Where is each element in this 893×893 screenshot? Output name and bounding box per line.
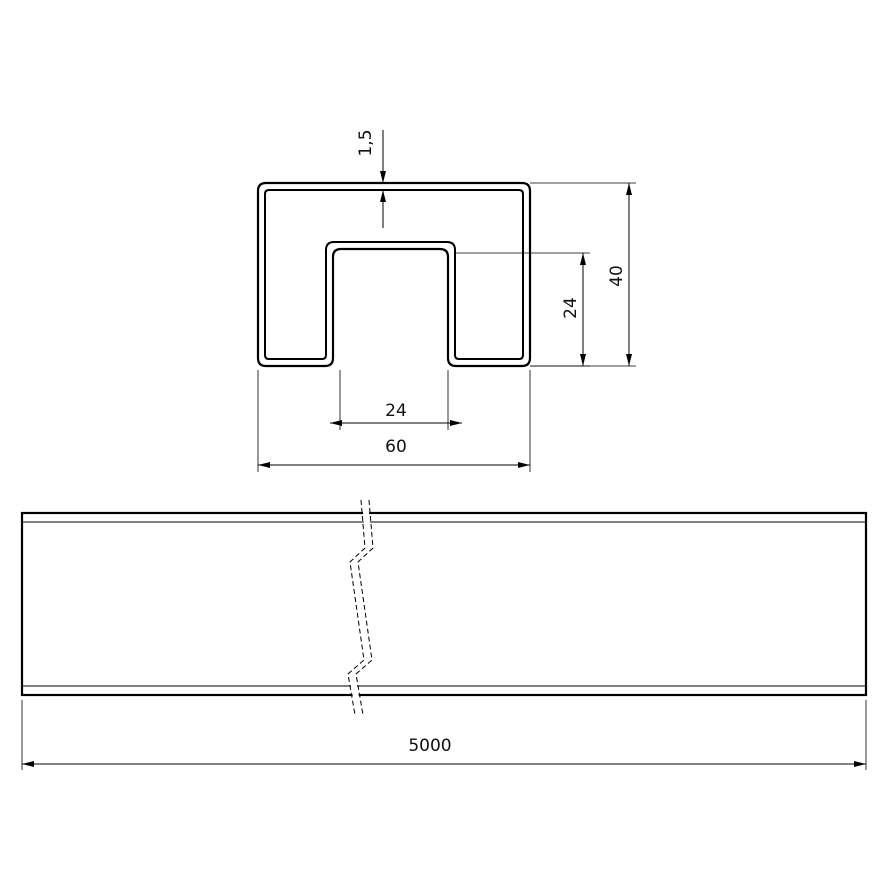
outer-width-label: 60 bbox=[385, 437, 407, 457]
dimension-slot-depth: 24 bbox=[456, 252, 590, 367]
profile-cross-section bbox=[256, 181, 532, 368]
dimension-length: 5000 bbox=[21, 700, 867, 770]
dimension-slot-width: 24 bbox=[330, 370, 462, 430]
break-mark bbox=[347, 499, 374, 716]
thickness-label: 1,5 bbox=[356, 129, 376, 156]
dimension-thickness: 1,5 bbox=[356, 129, 386, 228]
dimension-outer-width: 60 bbox=[257, 370, 531, 472]
profile-inner-contour bbox=[264, 189, 524, 360]
slot-width-label: 24 bbox=[385, 401, 407, 421]
length-label: 5000 bbox=[408, 736, 451, 756]
side-view-outline bbox=[20, 511, 868, 697]
profile-side-view bbox=[20, 499, 868, 716]
break-line-right bbox=[355, 499, 374, 716]
break-line-left bbox=[347, 499, 366, 716]
profile-outer-contour bbox=[256, 181, 532, 368]
outer-height-label: 40 bbox=[607, 265, 627, 287]
slot-depth-label: 24 bbox=[561, 297, 581, 319]
